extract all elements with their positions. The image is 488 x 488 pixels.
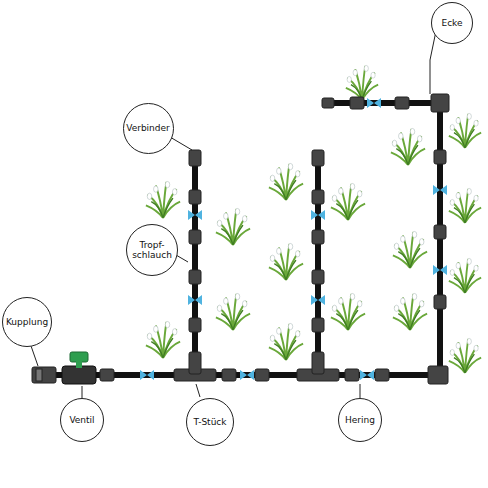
callout-circle: Ventil <box>60 398 104 442</box>
callout-text: Ecke <box>441 18 462 28</box>
callout-text: Kupplung <box>6 317 48 327</box>
callout-circle: Kupplung <box>2 297 52 347</box>
callout-circle: Tropf- schlauch <box>126 224 178 276</box>
callout-text: Ventil <box>69 415 94 425</box>
callout-circle: Ecke <box>431 2 473 44</box>
callout-text: Hering <box>345 415 375 425</box>
callout-circle: T-Stück <box>186 398 234 446</box>
callout-text: Tropf- schlauch <box>132 240 172 261</box>
callout-circle: Verbinder <box>123 103 174 154</box>
callout-text: T-Stück <box>193 417 226 427</box>
callout-circle: Hering <box>338 398 382 442</box>
callout-text: Verbinder <box>126 123 170 133</box>
